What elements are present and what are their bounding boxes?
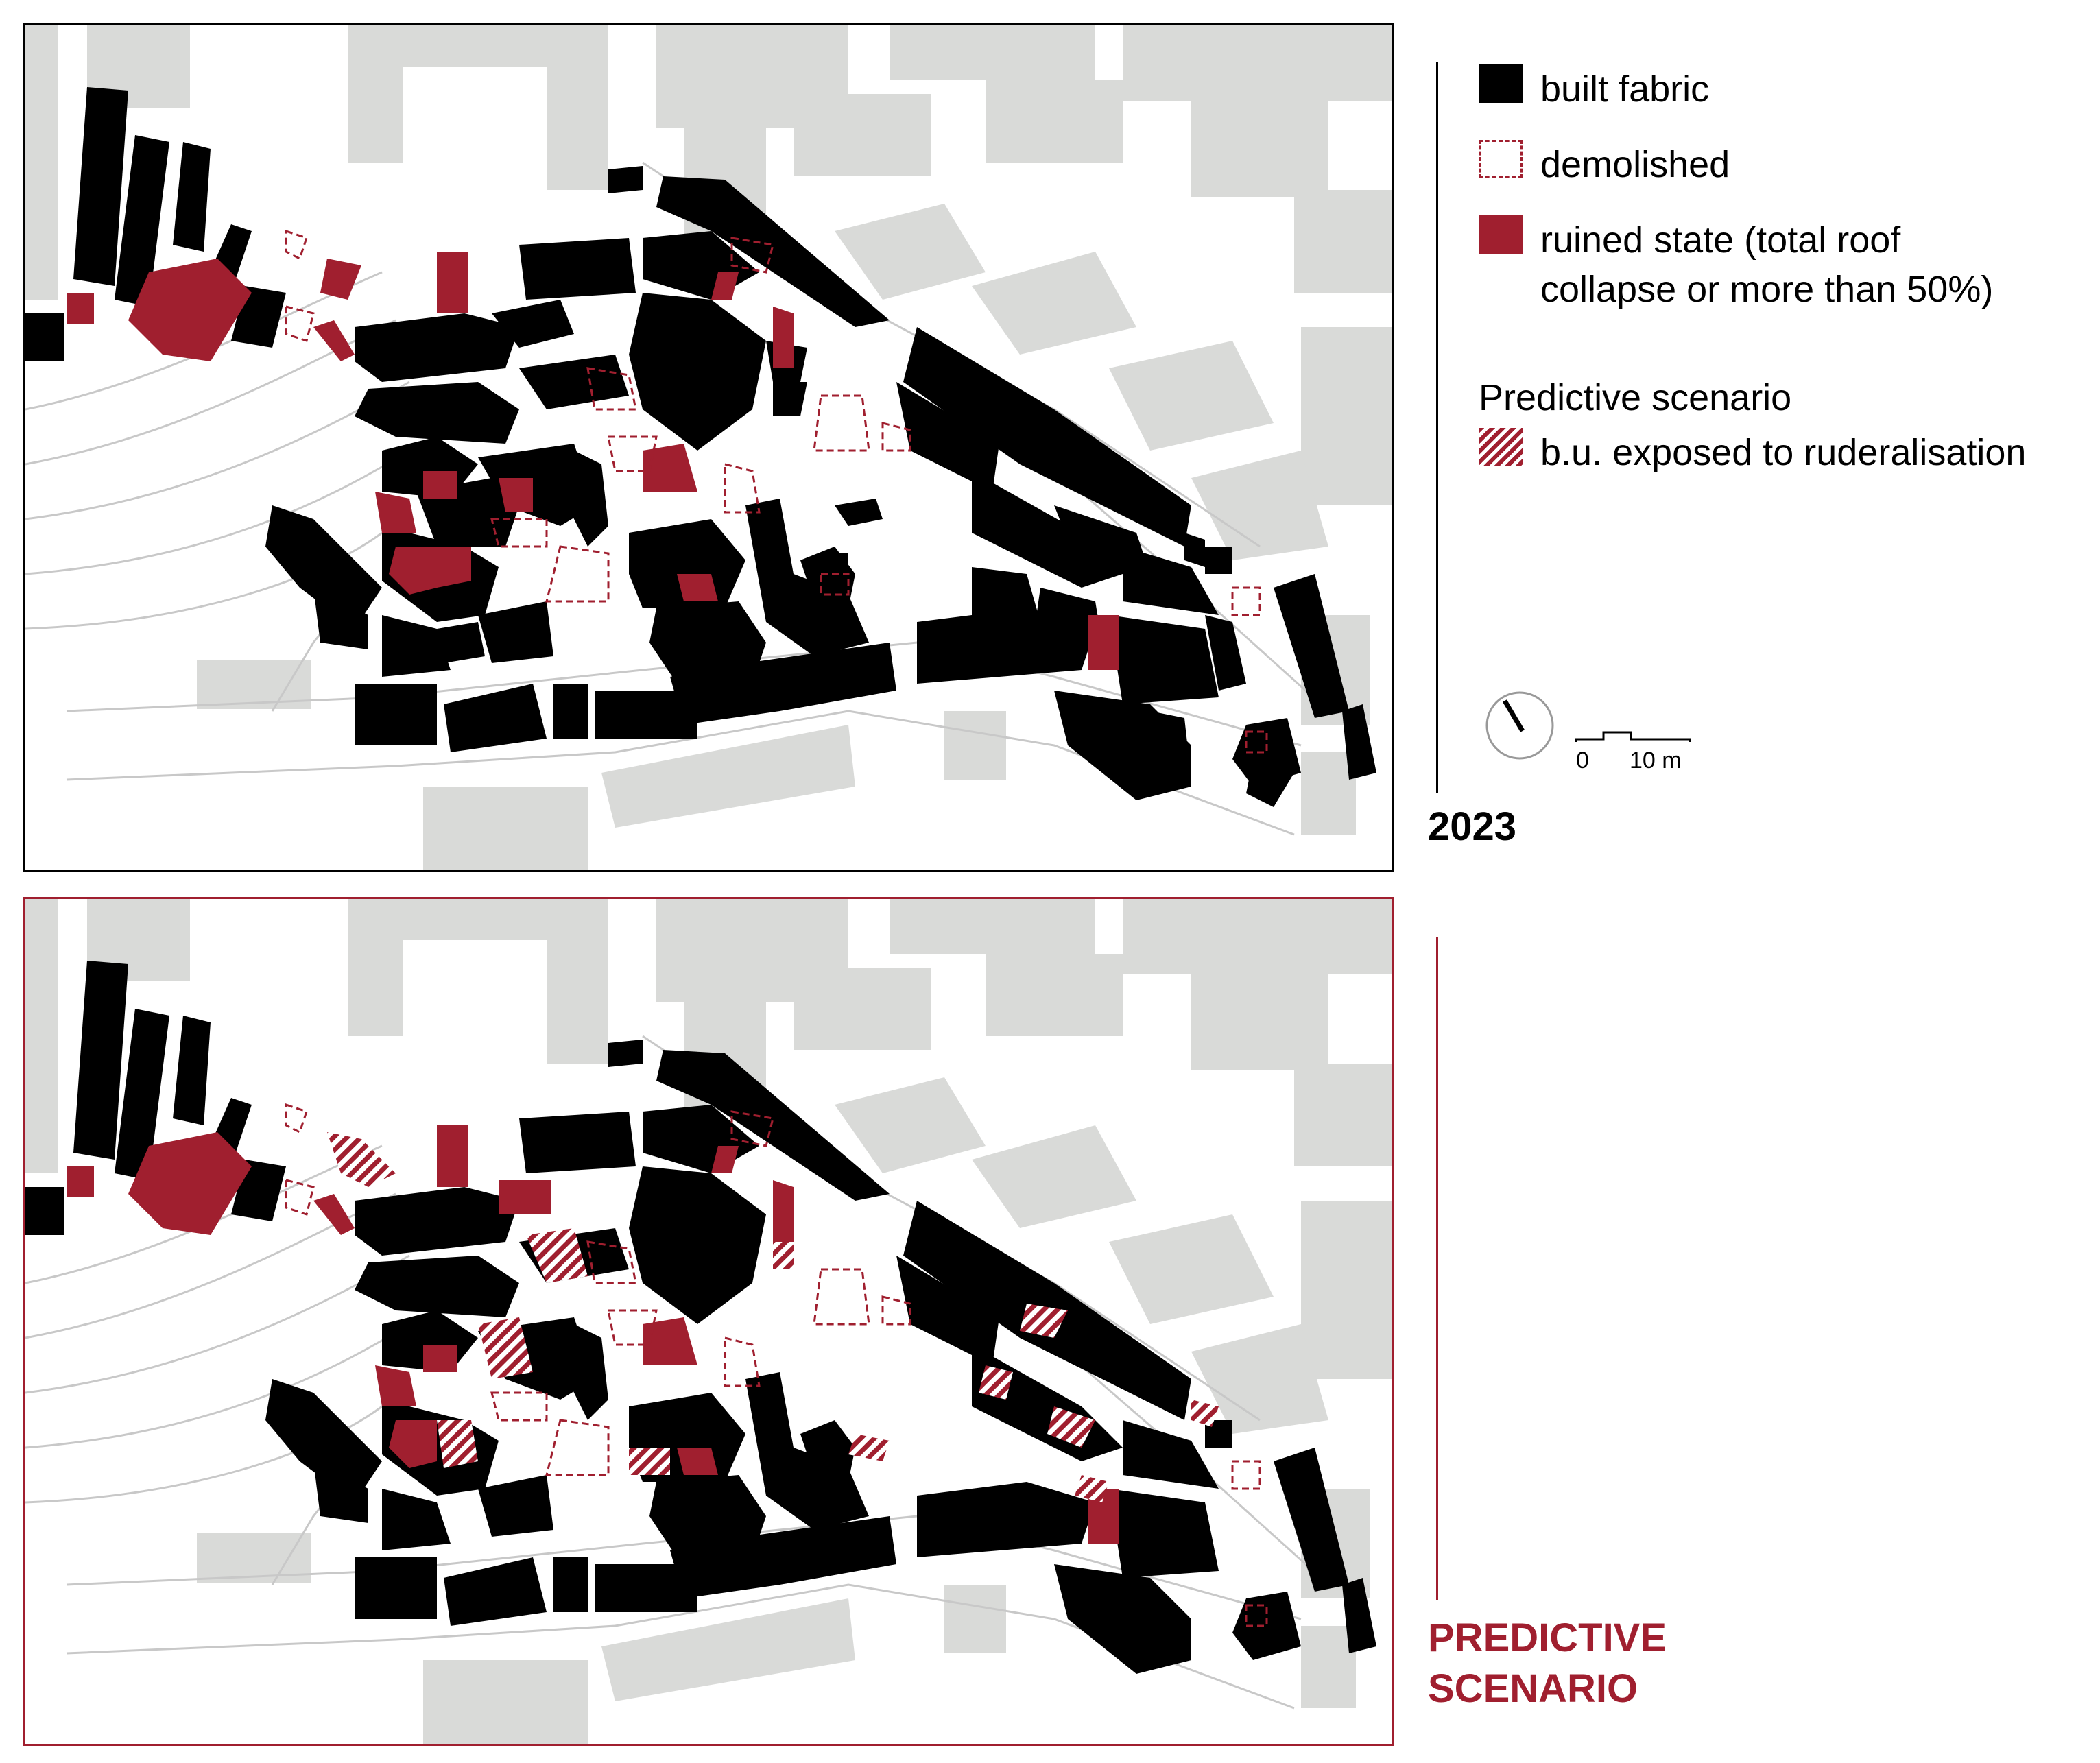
predictive-scenario-label: PREDICTIVE SCENARIO — [1428, 1613, 1667, 1714]
legend-demolished-label: demolished — [1540, 144, 1730, 185]
built-fabric — [25, 87, 1376, 807]
map-panel-2023 — [23, 23, 1394, 872]
scale-label-ten: 10 m — [1630, 747, 1682, 773]
legend-predictive-heading: Predictive scenario — [1479, 377, 1792, 418]
ruined-swatch — [1479, 215, 1523, 254]
legend-ruderalisation-label: b.u. exposed to ruderalisation — [1540, 432, 2027, 473]
legend-ruined: ruined state (total roof collapse or mor… — [1479, 215, 1993, 314]
demolished-swatch — [1479, 140, 1523, 178]
ruined-buildings — [67, 1125, 1119, 1544]
year-label: 2023 — [1428, 804, 1517, 849]
legend-demolished: demolished — [1479, 140, 1730, 189]
predictive-scenario-line2: SCENARIO — [1428, 1666, 1638, 1711]
map-2023 — [25, 25, 1392, 870]
built-fabric-swatch — [1479, 64, 1523, 103]
legend-ruined-line2: collapse or more than 50%) — [1540, 269, 1994, 310]
scale-bar-icon — [1575, 731, 1691, 742]
map-panel-predictive — [23, 897, 1394, 1746]
demolished-outlines — [285, 1103, 1268, 1627]
context-buildings — [25, 25, 1392, 870]
legend-ruined-line1: ruined state (total roof — [1540, 219, 1901, 261]
legend-built-fabric-label: built fabric — [1540, 69, 1710, 110]
north-arrow-icon — [1485, 691, 1554, 760]
legend-ruderalisation: b.u. exposed to ruderalisation — [1479, 428, 2026, 477]
predictive-scenario-line1: PREDICTIVE — [1428, 1616, 1667, 1660]
ruined-buildings — [67, 252, 1119, 670]
ruderalisation-hatched — [327, 1132, 1219, 1502]
top-panel-rule — [1436, 62, 1438, 793]
ruderalisation-swatch — [1479, 428, 1523, 466]
demolished-outlines — [285, 229, 1268, 754]
legend-built-fabric: built fabric — [1479, 64, 1709, 114]
scale-label-zero: 0 — [1576, 747, 1589, 773]
map-predictive — [25, 899, 1392, 1744]
bottom-panel-rule — [1436, 937, 1438, 1600]
